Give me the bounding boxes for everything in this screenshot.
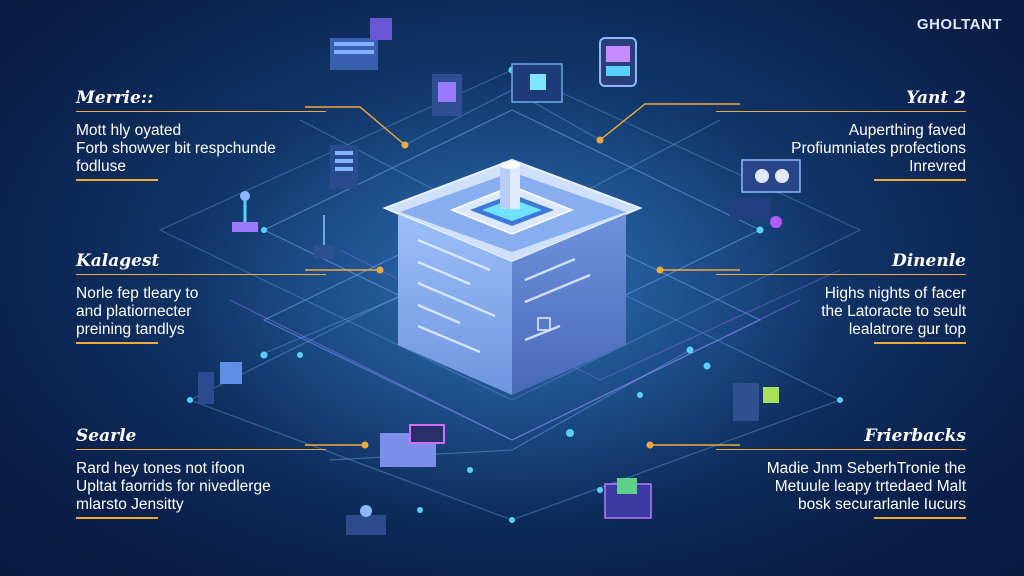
callout-title: Merrie:: <box>76 88 326 112</box>
callout-title: Frierbacks <box>716 426 966 450</box>
callout-underline <box>874 342 966 344</box>
user-device-icon <box>198 362 242 404</box>
callout-connectors <box>305 103 740 446</box>
display-terminal-icon <box>511 63 563 103</box>
callout-bottom-right: Frierbacks Madie Jnm SeberhTronie the Me… <box>716 426 966 519</box>
callout-bottom-left: Searle Rard hey tones not ifoon Upltat f… <box>76 426 326 519</box>
callout-line: and platiornecter <box>76 303 192 320</box>
antenna-node-icon <box>232 191 258 232</box>
callout-underline <box>76 179 158 181</box>
callout-underline <box>874 179 966 181</box>
badge-icon <box>537 317 551 331</box>
server-tower-icon <box>330 145 358 189</box>
callout-top-left: Merrie:: Mott hly oyated Forb showver bi… <box>76 88 326 181</box>
callout-line: preining tandlys <box>76 321 185 338</box>
brand-logo: GHOLTANT <box>916 16 1002 33</box>
callout-line: lealatrore gur top <box>848 321 966 338</box>
storage-rack-icon <box>432 74 462 116</box>
callout-line: Profiumniates profections <box>791 140 966 157</box>
workstation-icon <box>730 159 801 228</box>
callout-title: Kalagest <box>76 251 326 275</box>
callout-middle-right: Dinenle Highs nights of facer the Latora… <box>716 251 966 344</box>
callout-line: Auperthing faved <box>848 122 966 139</box>
callout-line: mlarsto Jensitty <box>76 496 184 513</box>
callout-line: fodluse <box>76 158 126 175</box>
callout-title: Searle <box>76 426 326 450</box>
data-tower-icon <box>314 215 334 259</box>
callout-line: Mott hly oyated <box>76 122 182 139</box>
callout-middle-left: Kalagest Norle fep tleary to and platior… <box>76 251 326 344</box>
callout-underline <box>76 342 158 344</box>
central-platform-cube <box>382 158 643 395</box>
router-hub-icon <box>380 424 445 467</box>
callout-line: Upltat faorrids for nivedlerge <box>76 478 271 495</box>
callout-line: Rard hey tones not ifoon <box>76 460 245 477</box>
callout-title: Dinenle <box>716 251 966 275</box>
cabinet-icon <box>733 383 779 421</box>
callout-line: Metuule leapy trtedaed Malt <box>774 478 966 495</box>
callout-underline <box>76 517 158 519</box>
server-room-icon <box>330 18 392 70</box>
callout-line: Forb showver bit respchunde <box>76 140 276 157</box>
database-node-icon <box>604 478 652 519</box>
callout-line: Norle fep tleary to <box>76 285 199 302</box>
callout-line: Inrevred <box>909 158 966 175</box>
operator-desk-icon <box>346 505 386 535</box>
callout-line: Highs nights of facer <box>824 285 966 302</box>
network-nodes <box>187 66 843 523</box>
callout-underline <box>874 517 966 519</box>
monitor-card-icon <box>599 37 637 87</box>
connector-dots <box>361 136 664 449</box>
callout-line: bosk securarlanle Iucurs <box>798 496 966 513</box>
callout-top-right: Yant 2 Auperthing faved Profiumniates pr… <box>716 88 966 181</box>
callout-line: the Latoracte to seult <box>821 303 966 320</box>
callout-line: Madie Jnm SeberhTronie the <box>766 460 966 477</box>
callout-title: Yant 2 <box>716 88 966 112</box>
